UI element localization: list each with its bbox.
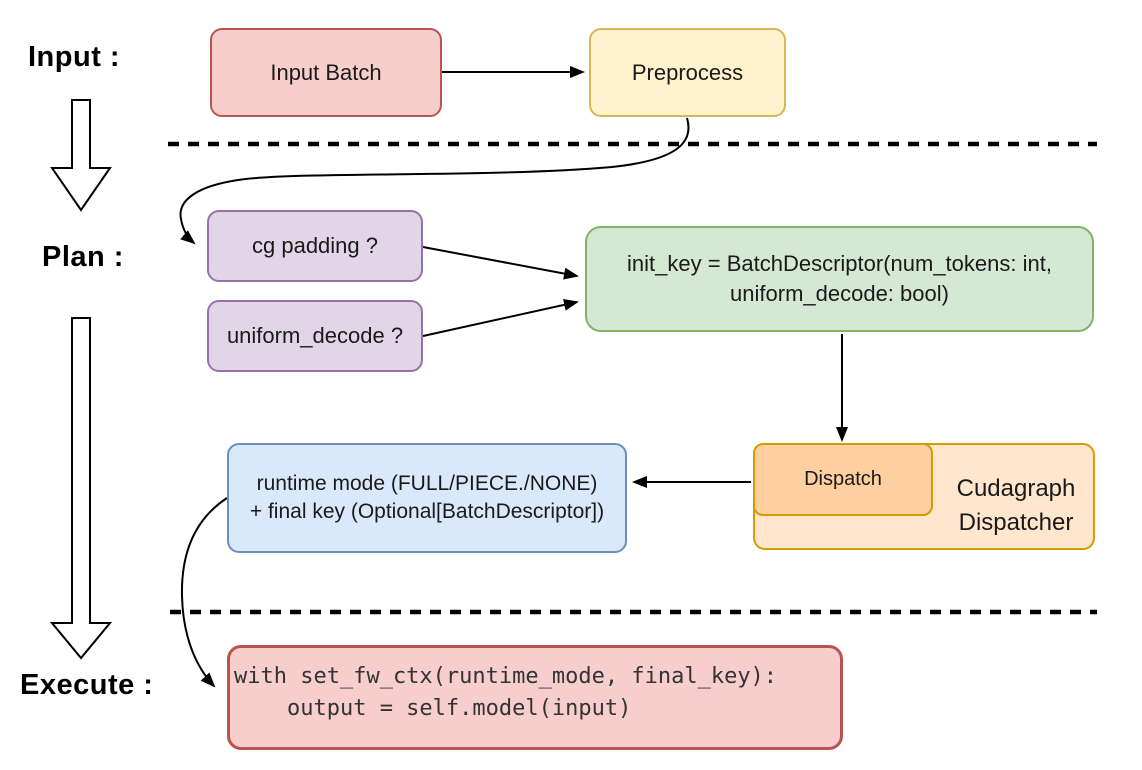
phase-arrow-input-to-plan-icon bbox=[50, 99, 112, 212]
node-execute-code-line2: output = self.model(input) bbox=[234, 696, 632, 721]
phase-arrow-plan-to-execute-icon bbox=[49, 317, 113, 660]
phase-label-plan: Plan : bbox=[42, 241, 124, 273]
node-cudagraph-dispatcher-line2: Dispatcher bbox=[958, 508, 1074, 536]
node-uniform-decode: uniform_decode ? bbox=[207, 300, 423, 372]
node-cudagraph-dispatcher-label: Cudagraph Dispatcher bbox=[935, 459, 1097, 552]
node-uniform-decode-label: uniform_decode ? bbox=[226, 323, 404, 349]
node-dispatch: Dispatch bbox=[753, 443, 933, 516]
node-init-key-line1: init_key = BatchDescriptor(num_tokens: i… bbox=[627, 251, 1052, 277]
node-init-key: init_key = BatchDescriptor(num_tokens: i… bbox=[585, 226, 1094, 332]
node-dispatch-label: Dispatch bbox=[804, 468, 882, 490]
node-input-batch-label: Input Batch bbox=[270, 59, 382, 85]
node-init-key-line2: uniform_decode: bool) bbox=[730, 281, 949, 306]
node-runtime-mode: runtime mode (FULL/PIECE./NONE) + final … bbox=[227, 443, 627, 553]
phase-label-execute: Execute : bbox=[20, 669, 154, 701]
arrow-runtime-mode-to-execute-code bbox=[180, 497, 228, 688]
node-cg-padding-label: cg padding ? bbox=[252, 233, 378, 259]
arrow-preprocess-to-cg-padding bbox=[179, 117, 690, 245]
node-execute-code: with set_fw_ctx(runtime_mode, final_key)… bbox=[227, 645, 843, 750]
node-runtime-mode-line2: + final key (Optional[BatchDescriptor]) bbox=[249, 500, 605, 523]
node-runtime-mode-line1: runtime mode (FULL/PIECE./NONE) bbox=[256, 471, 598, 495]
node-preprocess: Preprocess bbox=[589, 28, 786, 117]
node-cg-padding: cg padding ? bbox=[207, 210, 423, 282]
arrow-cg-padding-to-init-key bbox=[422, 246, 579, 280]
node-preprocess-label: Preprocess bbox=[631, 59, 744, 85]
node-input-batch: Input Batch bbox=[210, 28, 442, 117]
phase-label-input: Input : bbox=[28, 41, 121, 73]
node-execute-code-line1: with set_fw_ctx(runtime_mode, final_key)… bbox=[234, 664, 778, 689]
node-cudagraph-dispatcher-line1: Cudagraph bbox=[956, 475, 1076, 503]
arrow-uniform-decode-to-init-key bbox=[422, 298, 579, 337]
